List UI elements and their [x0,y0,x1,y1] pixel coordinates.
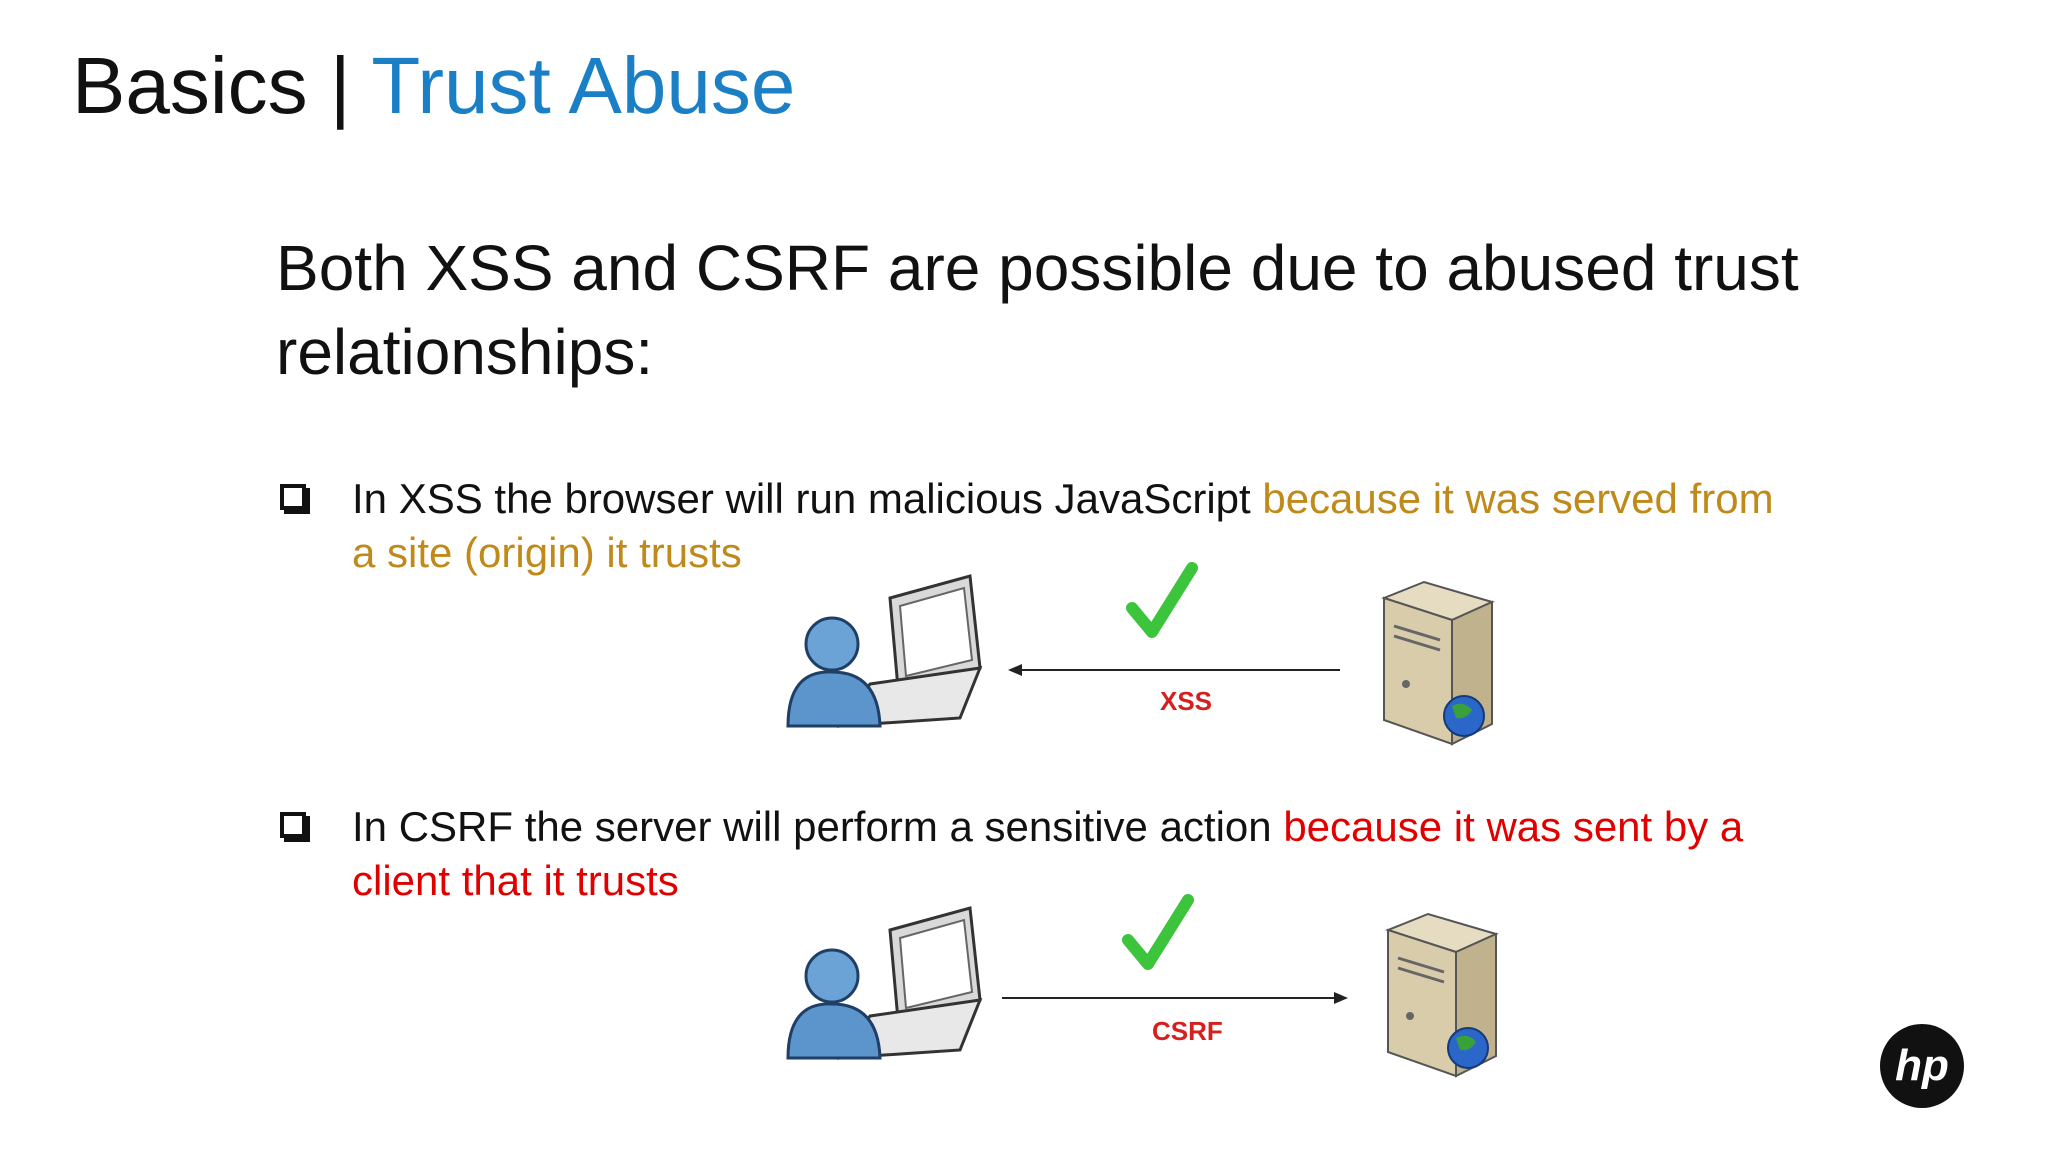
xss-label: XSS [1160,686,1212,716]
csrf-diagram: CSRF [780,880,1560,1080]
web-server-icon [1381,580,1495,746]
check-icon [1122,894,1194,970]
checkbox-bullet-icon [280,484,310,514]
xss-arrow [1008,664,1340,676]
bullet-xss-highlight: because it was served from a site (origi… [352,475,1774,576]
csrf-arrow [1002,992,1348,1004]
slide-title-main: Basics [72,41,308,130]
xss-diagram: XSS [780,548,1560,748]
web-server-icon [1385,912,1499,1078]
user-laptop-icon [786,574,983,728]
hp-logo-icon: hp [1878,1022,1966,1110]
slide-title-accent: Trust Abuse [371,41,796,130]
checkbox-bullet-icon [280,812,310,842]
slide-title: Basics | Trust Abuse [72,38,795,134]
bullet-xss-plain: In XSS the browser will run malicious Ja… [352,475,1263,522]
slide-title-separator: | [307,41,372,130]
lead-text: Both XSS and CSRF are possible due to ab… [276,232,1799,388]
csrf-label: CSRF [1152,1016,1223,1046]
user-laptop-icon [786,906,983,1060]
bullet-csrf-text: In CSRF the server will perform a sensit… [352,800,1792,908]
check-icon [1126,562,1198,638]
bullet-csrf-plain: In CSRF the server will perform a sensit… [352,803,1284,850]
bullet-csrf-highlight: because it was sent by a client that it … [352,803,1744,904]
bullet-xss-text: In XSS the browser will run malicious Ja… [352,472,1792,580]
svg-text:hp: hp [1895,1041,1949,1090]
